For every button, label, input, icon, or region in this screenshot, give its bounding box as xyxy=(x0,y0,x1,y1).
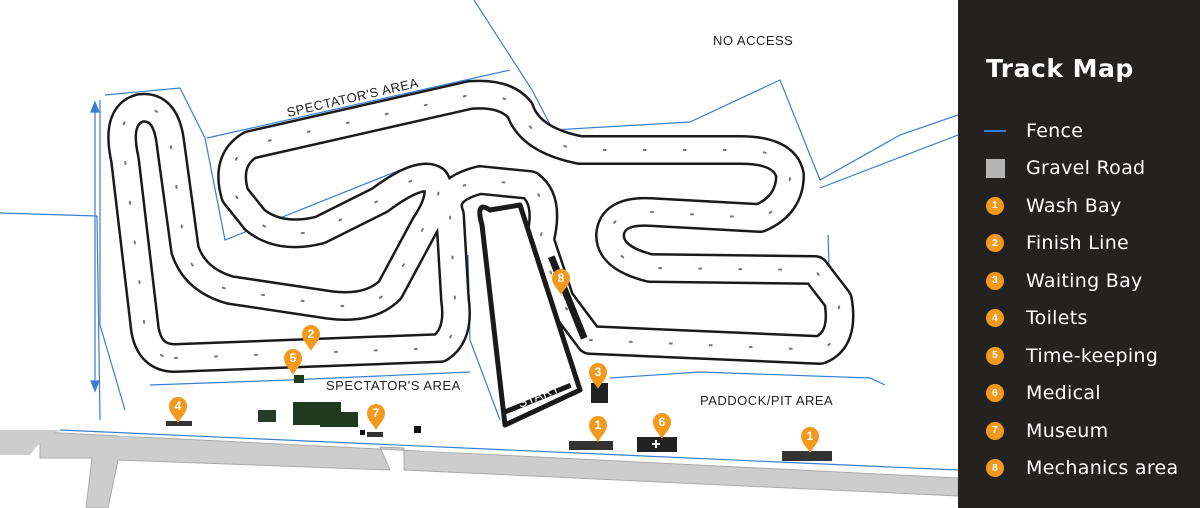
legend-item-gravel-road: Gravel Road xyxy=(984,150,1179,188)
facility-pins: 4 52 7 8 3 1 6 1 xyxy=(169,269,819,453)
pin-number: 1 xyxy=(807,429,814,443)
legend-item-label: Gravel Road xyxy=(1026,157,1146,180)
legend-item-time-keeping: 5 Time-keeping xyxy=(984,337,1179,375)
number-marker-icon: 7 xyxy=(984,421,1006,440)
legend-item-wash-bay: 1 Wash Bay xyxy=(984,187,1179,225)
legend-item-label: Waiting Bay xyxy=(1026,269,1143,292)
legend-item-toilets: 4 Toilets xyxy=(984,300,1179,338)
legend-title: Track Map xyxy=(986,54,1134,83)
track-map[interactable]: NO ACCESS SPECTATOR'S AREA SPECTATOR'S A… xyxy=(0,0,958,508)
legend-item-label: Wash Bay xyxy=(1026,194,1122,217)
number-marker-icon: 5 xyxy=(984,346,1006,365)
legend-item-label: Toilets xyxy=(1026,307,1088,330)
legend-item-mechanics-area: 8 Mechanics area xyxy=(984,450,1179,488)
facilities xyxy=(166,375,832,461)
pin-number: 1 xyxy=(595,418,602,432)
legend-item-fence: Fence xyxy=(984,112,1179,150)
legend-item-waiting-bay: 3 Waiting Bay xyxy=(984,262,1179,300)
pin-number: 6 xyxy=(659,415,666,429)
start-area xyxy=(477,202,583,428)
pin-number: 8 xyxy=(558,271,565,285)
pin-mechanics-area[interactable]: 8 xyxy=(552,269,570,295)
pin-number: 7 xyxy=(373,406,380,420)
pin-museum[interactable]: 7 xyxy=(367,404,385,430)
number-marker-icon: 4 xyxy=(984,309,1006,328)
pin-number: 3 xyxy=(595,365,602,379)
paddock-label: PADDOCK/PIT AREA xyxy=(700,393,833,408)
pin-number: 4 xyxy=(175,399,182,413)
legend-item-museum: 7 Museum xyxy=(984,412,1179,450)
fence-double-arrow xyxy=(90,100,100,393)
legend-item-label: Time-keeping xyxy=(1026,344,1159,367)
pin-medical[interactable]: 6 xyxy=(653,413,671,439)
number-marker-icon: 8 xyxy=(984,459,1006,478)
legend-item-label: Finish Line xyxy=(1026,232,1130,255)
number-marker-icon: 6 xyxy=(984,384,1006,403)
pin-finish-line[interactable]: 2 xyxy=(302,325,320,351)
pin-number: 2 xyxy=(308,327,315,341)
legend-item-finish-line: 2 Finish Line xyxy=(984,225,1179,263)
legend-item-label: Mechanics area xyxy=(1026,457,1179,480)
no-access-label: NO ACCESS xyxy=(713,33,793,48)
spectators-area-bottom-label: SPECTATOR'S AREA xyxy=(326,378,461,393)
gravel-road xyxy=(0,430,958,508)
pin-number: 5 xyxy=(290,351,297,365)
race-track xyxy=(107,79,855,373)
pin-wash-bay[interactable]: 1 xyxy=(589,416,607,442)
legend-item-medical: 6 Medical xyxy=(984,375,1179,413)
pin-wash-bay[interactable]: 1 xyxy=(801,427,819,453)
pin-time-keeping[interactable]: 5 xyxy=(284,349,302,375)
gravel-road-icon xyxy=(984,158,1006,178)
number-marker-icon: 2 xyxy=(984,234,1006,253)
legend-item-label: Museum xyxy=(1026,419,1109,442)
fence-line-icon xyxy=(984,129,1006,132)
number-marker-icon: 1 xyxy=(984,196,1006,215)
number-marker-icon: 3 xyxy=(984,271,1006,290)
pin-waiting-bay[interactable]: 3 xyxy=(589,363,607,389)
legend-item-label: Fence xyxy=(1026,119,1084,142)
legend-item-label: Medical xyxy=(1026,382,1101,405)
pin-toilets[interactable]: 4 xyxy=(169,397,187,423)
